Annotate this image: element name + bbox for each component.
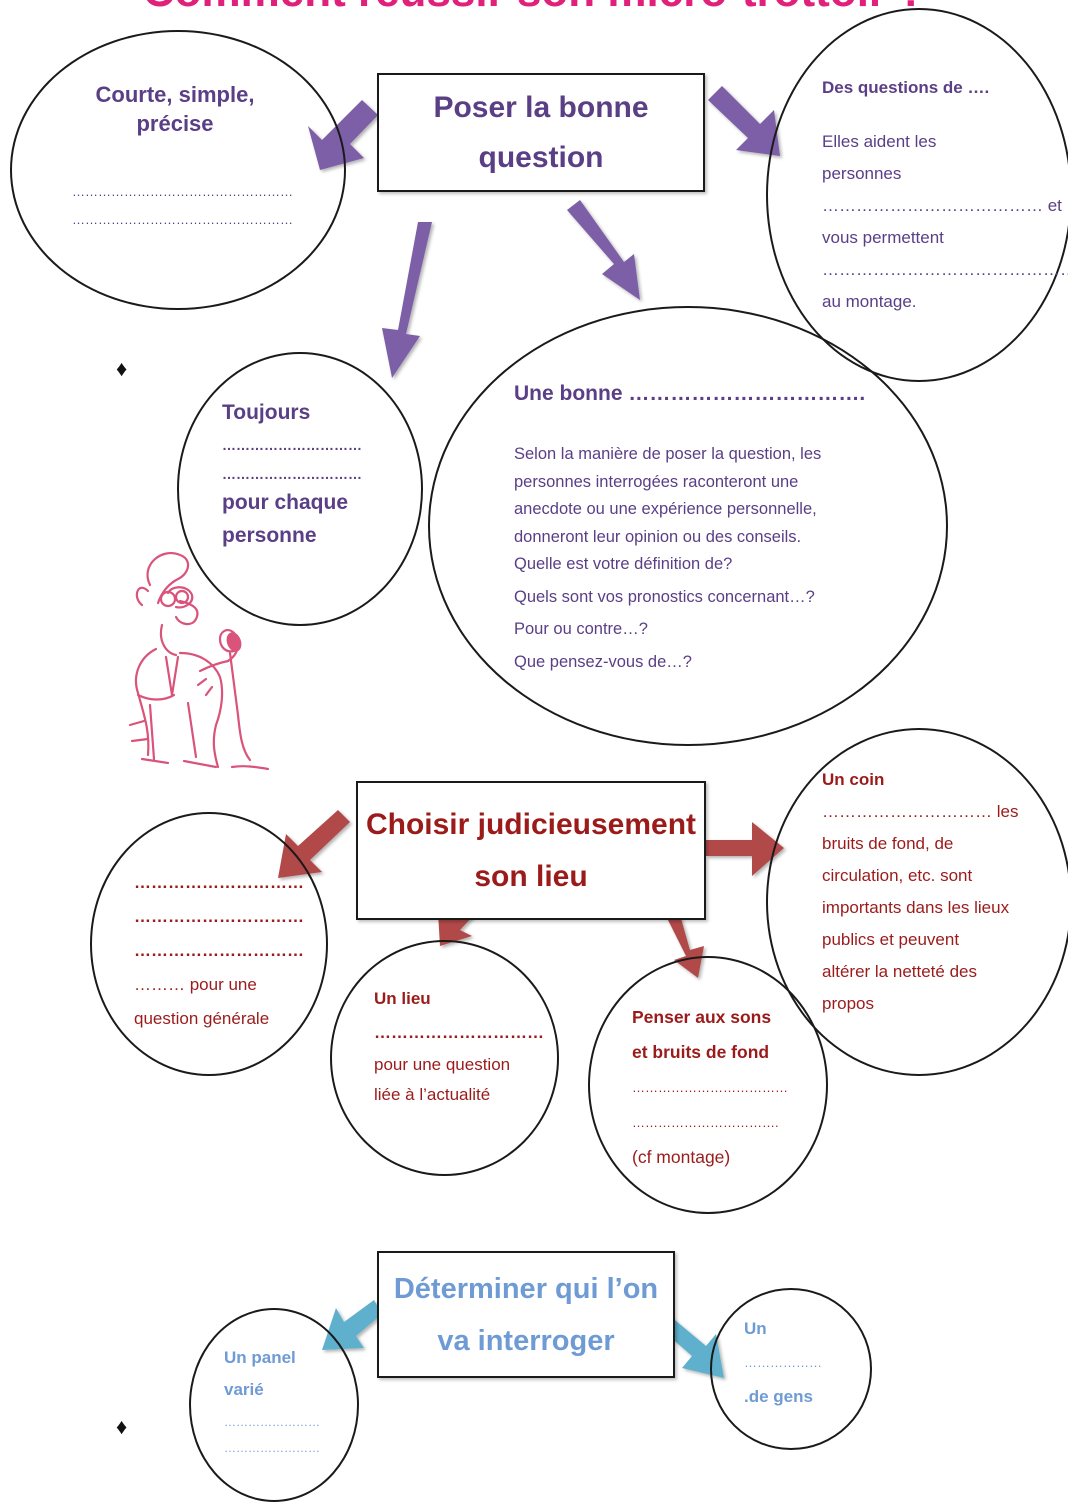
penser-sons-line1: Penser aux sons	[632, 1007, 772, 1027]
un-lieu-line2: …………………………	[374, 1023, 544, 1042]
penser-sons-text: Penser aux sons et bruits de fond …………………	[632, 1000, 812, 1175]
choisir-title-line1: Choisir judicieusement	[365, 807, 697, 841]
une-bonne-line4: donneront leur opinion ou des conseils.	[514, 527, 802, 546]
un-coin-line3: bruits de fond, de	[822, 834, 954, 853]
lieu-general-line2: …………………………	[134, 907, 304, 926]
toujours-line4: pour chaque	[222, 491, 349, 514]
arrow-to-une-bonne	[567, 200, 640, 300]
box-determiner: Déterminer qui l’on va interroger	[377, 1251, 675, 1378]
toujours-text: Toujours ………………………… ………………………… pour chaq…	[222, 396, 402, 552]
bullet-diamond-1: ♦	[116, 356, 128, 381]
un-coin-line1: Un coin	[822, 770, 885, 789]
courte-text: Courte, simple, précise	[60, 80, 290, 138]
poser-title-line2: question	[478, 140, 604, 174]
box-choisir-lieu: Choisir judicieusement son lieu	[356, 781, 706, 920]
un-lieu-line3: pour une question	[374, 1055, 511, 1074]
des-questions-line7: au montage.	[822, 292, 917, 311]
arrow-to-toujours	[382, 222, 432, 378]
lieu-general-line1: …………………………	[134, 873, 304, 892]
poser-title-line1: Poser la bonne	[433, 90, 649, 124]
un-coin-line8: propos	[822, 994, 874, 1013]
des-questions-line5: vous permettent	[822, 228, 944, 247]
bubble-un-lieu	[330, 940, 559, 1176]
des-questions-line3: personnes	[822, 164, 902, 183]
une-bonne-line8: Que pensez-vous de…?	[514, 652, 692, 671]
un-coin-text: Un coin ………………………… les bruits de fond, d…	[822, 764, 1062, 1020]
courte-line1: Courte, simple,	[95, 82, 255, 107]
un-coin-line6: publics et peuvent	[822, 930, 960, 949]
page-title: Comment réussir son micro-trottoir ?	[0, 0, 1068, 14]
une-bonne-body: Selon la manière de poser la question, l…	[514, 441, 894, 676]
bubble-penser-sons	[588, 956, 828, 1214]
des-questions-line2: Elles aident les	[822, 132, 937, 151]
une-bonne-line1: Selon la manière de poser la question, l…	[514, 445, 822, 463]
arrow-to-des-questions	[708, 86, 780, 156]
courte-line2: précise	[136, 111, 214, 137]
lieu-general-text: ………………………… ………………………… ………………………… ……… pou…	[134, 866, 304, 1036]
panel-line4: ……………………	[224, 1441, 320, 1455]
bubble-un-coin	[766, 728, 1068, 1076]
bubble-un-gens	[710, 1288, 872, 1450]
panel-text: Un panel varié …………………… ……………………	[224, 1342, 344, 1458]
un-lieu-text: Un lieu ………………………… pour une question lié…	[374, 982, 544, 1110]
lieu-general-line5: question générale	[134, 1009, 270, 1028]
une-bonne-line3: anecdote ou une expérience personnelle,	[514, 500, 817, 518]
courte-blanks: …………………………………………… ……………………………………………	[72, 178, 293, 234]
bubble-une-bonne	[428, 306, 948, 746]
toujours-line3: …………………………	[222, 466, 362, 482]
bubble-lieu-general	[90, 812, 328, 1076]
un-gens-line2: ………………	[744, 1355, 822, 1370]
toujours-line5: personne	[222, 524, 317, 547]
un-coin-line5: importants dans les lieux	[822, 898, 1010, 917]
penser-sons-line3: ………………………………	[632, 1080, 788, 1095]
bubble-toujours	[177, 352, 423, 626]
un-coin-line2: ………………………… les	[822, 802, 1019, 821]
un-coin-line4: circulation, etc. sont	[822, 866, 973, 885]
bubble-des-questions	[766, 8, 1068, 382]
des-questions-line1: Des questions de ….	[822, 78, 990, 97]
un-gens-text: Un ……………… .de gens	[744, 1312, 854, 1414]
lieu-general-line3: …………………………	[134, 941, 304, 960]
penser-sons-line2: et bruits de fond	[632, 1042, 770, 1062]
panel-line1: Un panel	[224, 1348, 296, 1367]
panel-line2: varié	[224, 1380, 264, 1399]
courte-blank1: ……………………………………………	[72, 184, 293, 199]
courte-blank2: ……………………………………………	[72, 212, 293, 227]
une-bonne-line7: Pour ou contre…?	[514, 620, 648, 638]
un-gens-line3: .de gens	[744, 1387, 813, 1406]
penser-sons-line5: (cf montage)	[632, 1147, 731, 1167]
bullet-diamond-2: ♦	[116, 1414, 128, 1439]
panel-line3: ……………………	[224, 1415, 320, 1429]
toujours-line2: …………………………	[222, 437, 362, 453]
une-bonne-line6: Quels sont vos pronostics concernant…?	[514, 587, 815, 606]
box-poser-question: Poser la bonne question	[377, 73, 705, 192]
une-bonne-line5: Quelle est votre définition de?	[514, 555, 733, 573]
un-coin-line7: altérer la netteté des	[822, 962, 977, 981]
des-questions-line6: …………………………………………	[822, 260, 1068, 279]
penser-sons-line4: …………………………….	[632, 1115, 779, 1130]
journalist-illustration	[128, 552, 270, 771]
des-questions-line4: ………………………………… et	[822, 196, 1062, 215]
un-lieu-line4: liée à l’actualité	[374, 1085, 491, 1104]
choisir-title-line2: son lieu	[474, 859, 588, 893]
une-bonne-line2: personnes interrogées raconteront une	[514, 472, 799, 491]
des-questions-text: Des questions de …. Elles aident les per…	[822, 72, 1068, 318]
lieu-general-line4: ……… pour une	[134, 975, 257, 994]
une-bonne-heading: Une bonne …………………………….	[514, 382, 866, 405]
bubble-courte	[10, 30, 346, 310]
toujours-line1: Toujours	[222, 401, 311, 424]
un-lieu-line1: Un lieu	[374, 989, 431, 1008]
un-gens-line1: Un	[744, 1319, 767, 1338]
determiner-title-line2: va interroger	[437, 1324, 615, 1357]
determiner-title-line1: Déterminer qui l’on	[393, 1272, 659, 1305]
